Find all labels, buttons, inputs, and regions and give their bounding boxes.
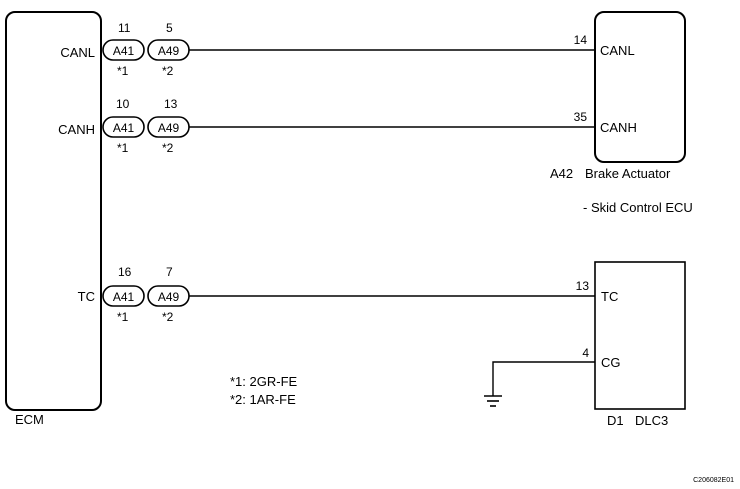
brake-actuator-box: [594, 11, 686, 163]
note-mark-2: *2: [162, 310, 174, 324]
wire-row-canl: 11 5 A41 A49 *1 *2 14 CANL: [102, 21, 635, 78]
connector-a41-label: A41: [113, 290, 135, 304]
connector-a49-label: A49: [158, 44, 180, 58]
brake-actuator-subtitle: - Skid Control ECU: [583, 200, 693, 215]
a41-pin-number: 11: [118, 21, 131, 35]
connector-a41-label: A41: [113, 121, 135, 135]
a41-pin-number: 10: [116, 97, 130, 111]
dlc3-pin-number: 13: [576, 279, 590, 293]
brake-actuator-pin-number: 35: [574, 110, 588, 124]
dlc3-name: DLC3: [635, 413, 668, 428]
connector-a41: [102, 285, 145, 307]
a41-pin-number: 16: [118, 265, 132, 279]
wire-row-tc: 16 7 A41 A49 *1 *2 13 TC: [102, 265, 618, 324]
brake-actuator-pin-label: CANH: [600, 120, 637, 135]
figure-id: C206082E01: [693, 477, 734, 484]
note-mark-2: *2: [162, 64, 174, 78]
brake-actuator-code: A42: [550, 166, 573, 181]
note-mark-1: *1: [117, 141, 129, 155]
note-mark-1: *1: [117, 64, 129, 78]
dlc3-code: D1: [607, 413, 624, 428]
legend-line-2: *2: 1AR-FE: [230, 392, 296, 407]
ground-icon: [484, 395, 502, 407]
brake-actuator-pin-number: 14: [574, 33, 588, 47]
connector-a41-label: A41: [113, 44, 135, 58]
note-mark-2: *2: [162, 141, 174, 155]
dlc3-pin-label: TC: [601, 289, 618, 304]
connector-a49-label: A49: [158, 121, 180, 135]
dlc3-box: [594, 261, 686, 410]
wire-cg: [492, 361, 595, 396]
ecm-pin-tc: TC: [78, 289, 95, 304]
legend-line-1: *1: 2GR-FE: [230, 374, 298, 389]
ecm-pin-canh: CANH: [58, 122, 95, 137]
a49-pin-number: 5: [166, 21, 173, 35]
connector-a41: [102, 39, 145, 61]
note-mark-1: *1: [117, 310, 129, 324]
ecm-label: ECM: [15, 412, 44, 427]
ecm-pin-canl: CANL: [60, 45, 95, 60]
ecm-box: [5, 11, 102, 411]
connector-a49-label: A49: [158, 290, 180, 304]
brake-actuator-pin-label: CANL: [600, 43, 635, 58]
wire-row-canh: 10 13 A41 A49 *1 *2 35 CANH: [102, 97, 637, 155]
a49-pin-number: 7: [166, 265, 173, 279]
brake-actuator-name: Brake Actuator: [585, 166, 671, 181]
dlc3-cg-pin-number: 4: [582, 346, 589, 360]
dlc3-cg-label: CG: [601, 355, 621, 370]
a49-pin-number: 13: [164, 97, 178, 111]
connector-a41: [102, 116, 145, 138]
